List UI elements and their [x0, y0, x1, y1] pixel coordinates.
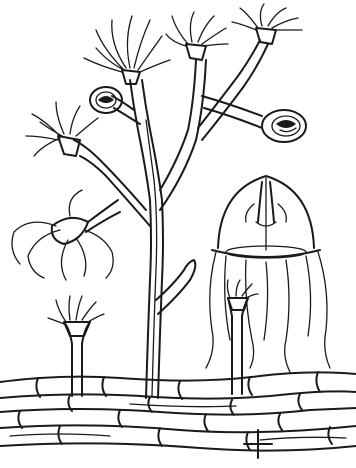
- hydranth-top-right: [232, 4, 302, 44]
- medusa-bell: [206, 176, 330, 372]
- hydranth-contracted: [12, 190, 120, 280]
- polyp-small-left: [48, 296, 104, 396]
- branch-bud: [184, 260, 195, 280]
- stolon-network: [0, 372, 356, 458]
- gonophore-right: [262, 110, 306, 142]
- hydranth-top-left: [84, 16, 170, 84]
- main-stalk: [74, 40, 268, 398]
- hydranth-top-middle: [166, 12, 228, 60]
